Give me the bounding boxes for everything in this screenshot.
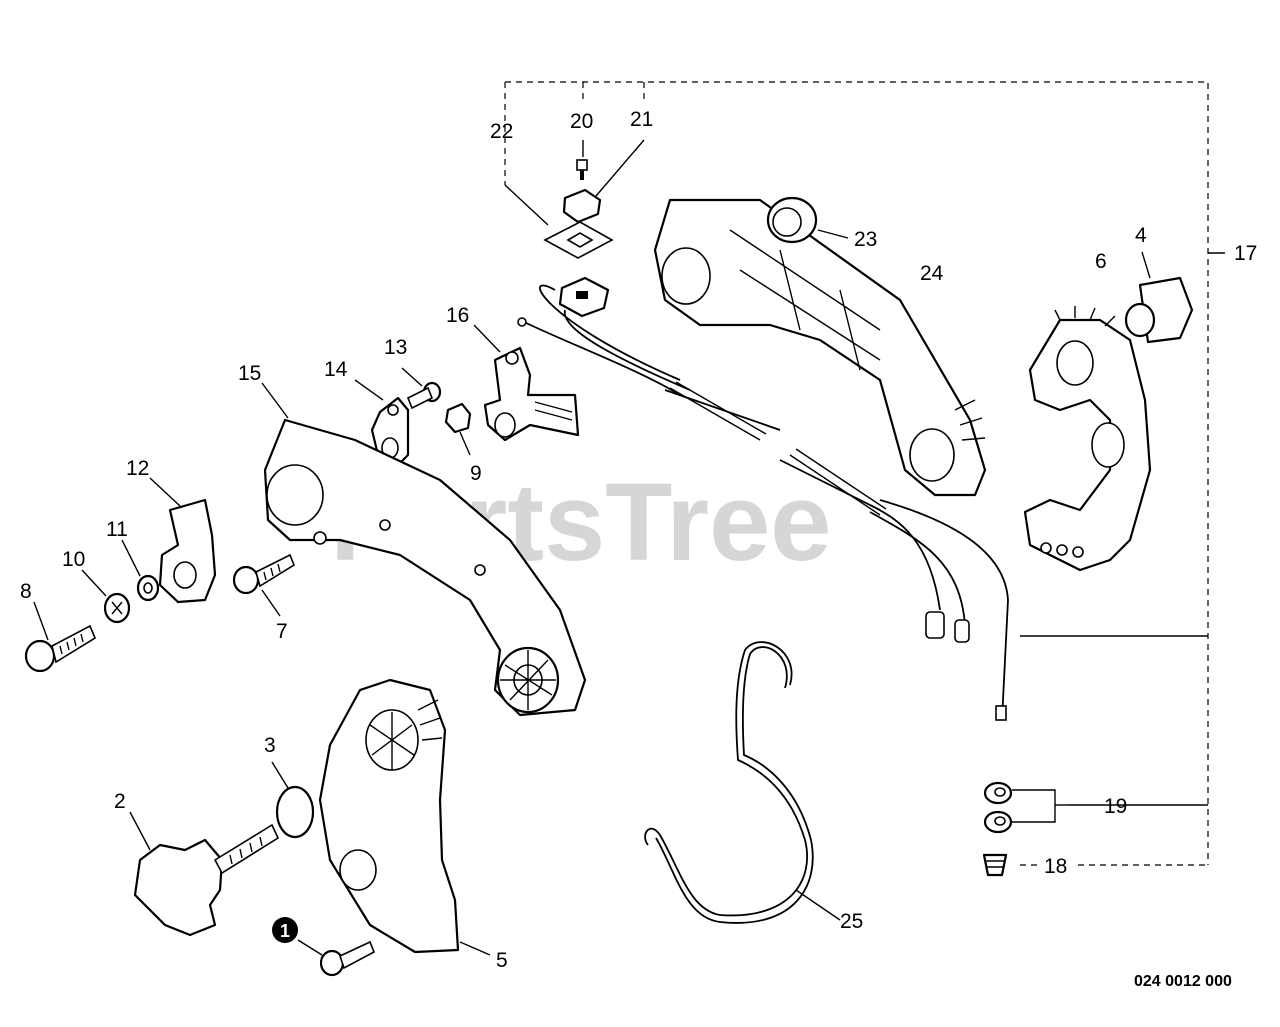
callout-12: 12 — [126, 457, 149, 480]
part-10-washer — [81, 569, 131, 624]
part-16-lever — [473, 324, 580, 442]
callout-17: 17 — [1234, 242, 1257, 265]
callout-labels: 2 3 4 5 6 7 8 9 10 11 12 13 14 15 16 17 … — [20, 108, 1257, 972]
part-21-nut — [562, 139, 645, 224]
wire-harness — [517, 284, 1009, 721]
callout-3: 3 — [264, 734, 276, 757]
part-switch-block — [558, 276, 610, 318]
callout-16: 16 — [446, 304, 469, 327]
part-25-wire-hook — [644, 641, 841, 924]
callout-18: 18 — [1044, 855, 1067, 878]
part-24-handle-half — [653, 198, 987, 497]
callout-7: 7 — [276, 620, 288, 643]
callout-8: 8 — [20, 580, 32, 603]
callout-15: 15 — [238, 362, 261, 385]
part-18-grommet — [982, 853, 1008, 877]
part-8-bolt — [24, 601, 97, 673]
callout-23: 23 — [854, 228, 877, 251]
part-11-washer — [121, 539, 160, 602]
part-note-screw — [297, 939, 376, 977]
part-3-washer — [271, 761, 315, 839]
drawing-code: 024 0012 000 — [1134, 973, 1232, 990]
callout-14: 14 — [324, 358, 348, 381]
callout-2: 2 — [114, 790, 126, 813]
part-13-screw — [401, 367, 442, 410]
callout-24: 24 — [920, 262, 944, 285]
callout-10: 10 — [62, 548, 85, 571]
callout-11: 11 — [106, 518, 128, 541]
callout-19: 19 — [1104, 795, 1127, 818]
callout-5: 5 — [496, 949, 508, 972]
note-badge-number: 1 — [280, 921, 290, 941]
callout-25: 25 — [840, 910, 863, 933]
callout-22: 22 — [490, 120, 513, 143]
part-9-nut — [444, 402, 472, 456]
part-4-cap — [1124, 251, 1194, 344]
part-15-handle-half — [261, 382, 587, 717]
callout-4: 4 — [1135, 224, 1147, 247]
callout-13: 13 — [384, 336, 407, 359]
part-22-gasket — [504, 184, 614, 259]
part-20-screw — [576, 140, 588, 180]
part-7-bolt — [232, 553, 295, 617]
assembly-bracket-17 — [504, 81, 1225, 866]
part-6-clamp — [1023, 306, 1152, 572]
note-badge: 1 — [272, 917, 298, 943]
callout-6: 6 — [1095, 250, 1107, 273]
callout-20: 20 — [570, 110, 593, 133]
part-19-nuts — [983, 781, 1068, 834]
part-12-lever — [149, 477, 217, 604]
part-2-knob — [129, 811, 280, 937]
part-5-clamp — [318, 678, 491, 956]
callout-21: 21 — [630, 108, 653, 131]
callout-9: 9 — [470, 462, 482, 485]
part-14-bracket — [354, 379, 410, 467]
part-23-bushing — [766, 196, 849, 244]
